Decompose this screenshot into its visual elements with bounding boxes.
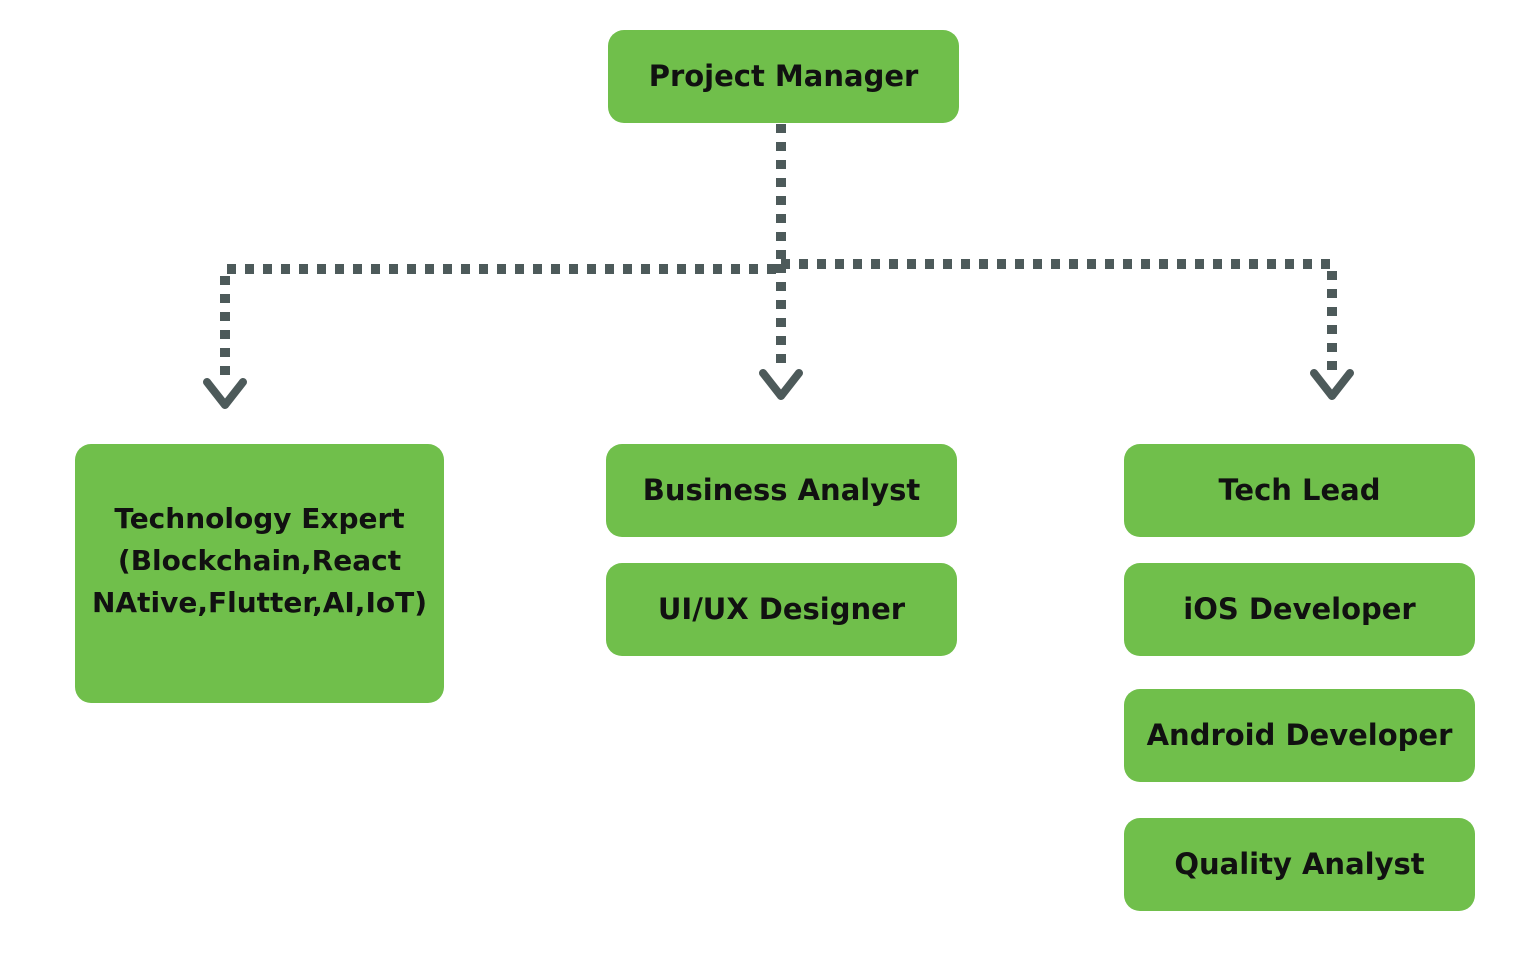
- business-analyst-label: Business Analyst: [642, 472, 921, 507]
- project-manager-node: Project Manager: [608, 30, 959, 123]
- ios-developer-node: iOS Developer: [1124, 563, 1475, 656]
- ios-developer-label: iOS Developer: [1183, 591, 1416, 626]
- connector-to-technology-expert: [220, 264, 776, 378]
- tech-lead-node: Tech Lead: [1124, 444, 1475, 537]
- business-analyst-node: Business Analyst: [606, 444, 957, 537]
- arrow-down-icon: [203, 378, 247, 409]
- uiux-designer-node: UI/UX Designer: [606, 563, 957, 656]
- arrow-down-icon: [759, 369, 803, 400]
- uiux-designer-label: UI/UX Designer: [657, 591, 906, 626]
- technology-expert-label: Technology Expert (Blockchain,React NAti…: [92, 501, 427, 619]
- arrow-down-icon: [1310, 369, 1354, 400]
- android-developer-label: Android Developer: [1146, 717, 1453, 752]
- quality-analyst-label: Quality Analyst: [1174, 846, 1425, 881]
- project-manager-label: Project Manager: [648, 58, 919, 93]
- android-developer-node: Android Developer: [1124, 689, 1475, 782]
- technology-expert-node: Technology Expert (Blockchain,React NAti…: [75, 444, 444, 703]
- connector-to-tech-lead: [781, 259, 1337, 372]
- tech-lead-label: Tech Lead: [1218, 472, 1381, 507]
- quality-analyst-node: Quality Analyst: [1124, 818, 1475, 911]
